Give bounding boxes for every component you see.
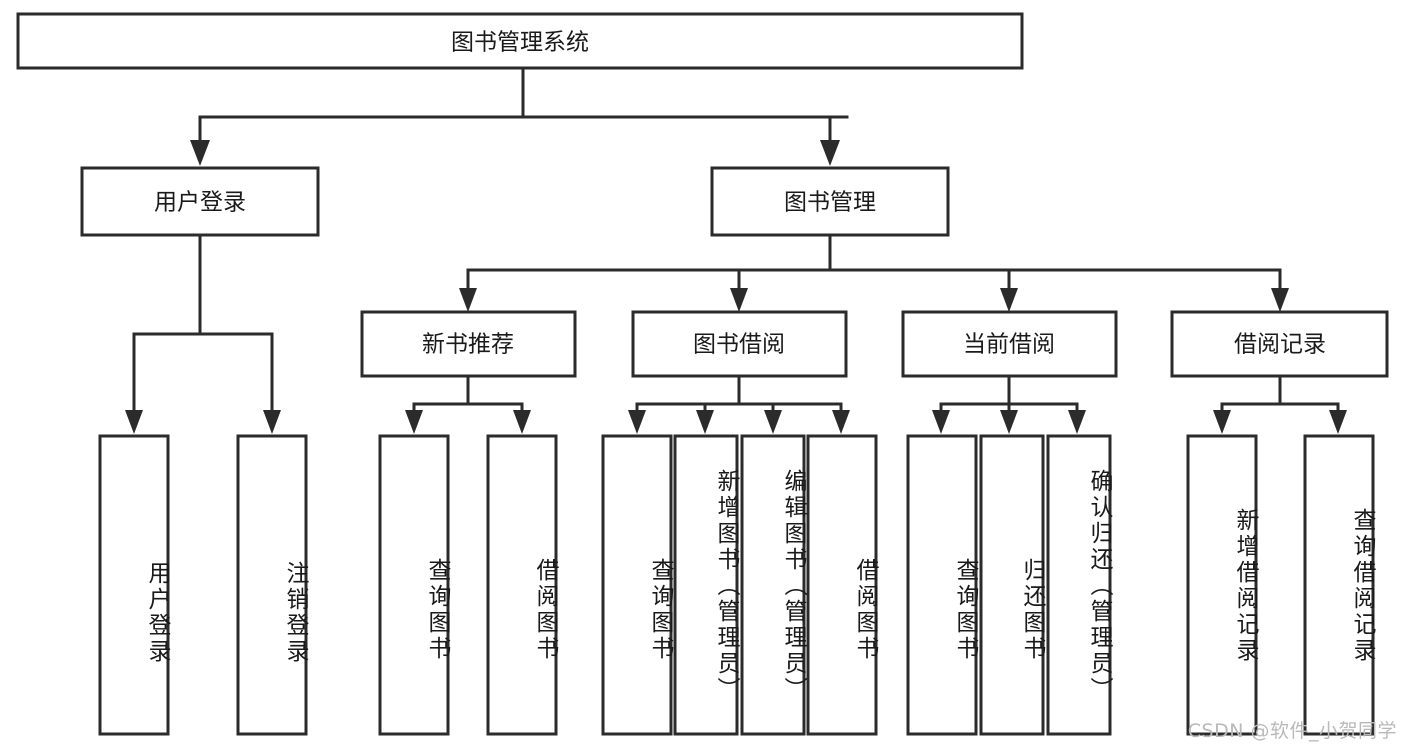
- node-root[interactable]: 图书管理系统: [16, 12, 1024, 70]
- arrow-head-current-borrow: [1000, 288, 1018, 312]
- arrow-head-leaf-current-borrow-1: [1000, 410, 1018, 434]
- arrow-head-leaf-borrow-book-1: [696, 410, 714, 434]
- node-borrow-book[interactable]: 图书借阅: [631, 310, 848, 378]
- leaf-box-new-book-0[interactable]: [378, 434, 450, 736]
- leaf-box-user-login-0[interactable]: [98, 434, 170, 736]
- arrow-head-new-book: [459, 288, 477, 312]
- node-borrow-record-label: 借阅记录: [1234, 332, 1326, 358]
- node-user-login-label: 用户登录: [154, 190, 246, 216]
- node-root-label: 图书管理系统: [451, 30, 589, 56]
- arrow-head-leaf-borrow-book-3: [832, 410, 850, 434]
- leaf-box-current-borrow-0[interactable]: [906, 434, 978, 736]
- connector-group-borrow-book: [628, 374, 850, 434]
- arrow-head-leaf-current-borrow-2: [1068, 410, 1086, 434]
- node-new-book[interactable]: 新书推荐: [360, 310, 577, 378]
- connector-group-root: [190, 66, 849, 166]
- leaf-box-new-book-1[interactable]: [486, 434, 558, 736]
- leaf-group-borrow-book: [601, 434, 878, 736]
- connector-group-book-mgmt: [459, 233, 1289, 312]
- leaf-box-current-borrow-1[interactable]: [979, 434, 1045, 736]
- node-book-mgmt-label: 图书管理: [784, 190, 876, 216]
- node-current-borrow[interactable]: 当前借阅: [901, 310, 1118, 378]
- leaf-box-borrow-book-0[interactable]: [601, 434, 673, 736]
- arrow-head-leaf-current-borrow-0: [932, 410, 950, 434]
- node-new-book-label: 新书推荐: [422, 332, 514, 358]
- leaf-box-borrow-record-1[interactable]: [1303, 434, 1375, 736]
- leaf-box-current-borrow-2[interactable]: [1046, 434, 1112, 736]
- arrow-head-leaf-new-book-0: [405, 410, 423, 434]
- node-root-box[interactable]: [16, 12, 1024, 70]
- connector-group-new-book: [405, 374, 531, 434]
- leaf-group-user-login: [98, 434, 308, 736]
- leaf-group-borrow-record: [1186, 434, 1375, 736]
- arrow-head-borrow-record: [1271, 288, 1289, 312]
- arrow-head-borrow-book: [730, 288, 748, 312]
- arrow-head-leaf-borrow-book-2: [764, 410, 782, 434]
- connector-group-current-borrow: [932, 374, 1086, 434]
- connector-group-user-login: [125, 233, 281, 434]
- csdn-watermark: CSDN @软件_小贺同学: [1187, 720, 1397, 742]
- node-borrow-book-label: 图书借阅: [693, 332, 785, 358]
- node-book-mgmt[interactable]: 图书管理: [710, 166, 950, 237]
- arrow-head-leaf-borrow-record-1: [1329, 410, 1347, 434]
- node-user-login[interactable]: 用户登录: [80, 166, 320, 237]
- arrow-head-leaf-user-login-0: [125, 410, 143, 434]
- leaf-box-borrow-record-0[interactable]: [1186, 434, 1258, 736]
- node-borrow-record-box[interactable]: [1170, 310, 1389, 378]
- arrow-head-user-login: [190, 140, 210, 166]
- node-book-mgmt-box[interactable]: [710, 166, 950, 237]
- arrow-head-leaf-borrow-record-0: [1213, 410, 1231, 434]
- arrow-head-book-mgmt: [820, 140, 840, 166]
- connector-group-borrow-record: [1213, 374, 1347, 434]
- leaf-group-current-borrow: [906, 434, 1112, 736]
- node-borrow-record[interactable]: 借阅记录: [1170, 310, 1389, 378]
- arrow-head-leaf-borrow-book-0: [628, 410, 646, 434]
- leaf-box-user-login-1[interactable]: [236, 434, 308, 736]
- leaf-box-borrow-book-2[interactable]: [740, 434, 806, 736]
- arrow-head-leaf-user-login-1: [263, 410, 281, 434]
- node-user-login-box[interactable]: [80, 166, 320, 237]
- node-new-book-box[interactable]: [360, 310, 577, 378]
- node-current-borrow-label: 当前借阅: [963, 332, 1055, 358]
- leaf-box-borrow-book-3[interactable]: [806, 434, 878, 736]
- leaf-box-borrow-book-1[interactable]: [673, 434, 739, 736]
- node-current-borrow-box[interactable]: [901, 310, 1118, 378]
- arrow-head-leaf-new-book-1: [513, 410, 531, 434]
- leaf-group-new-book: [378, 434, 558, 736]
- node-borrow-book-box[interactable]: [631, 310, 848, 378]
